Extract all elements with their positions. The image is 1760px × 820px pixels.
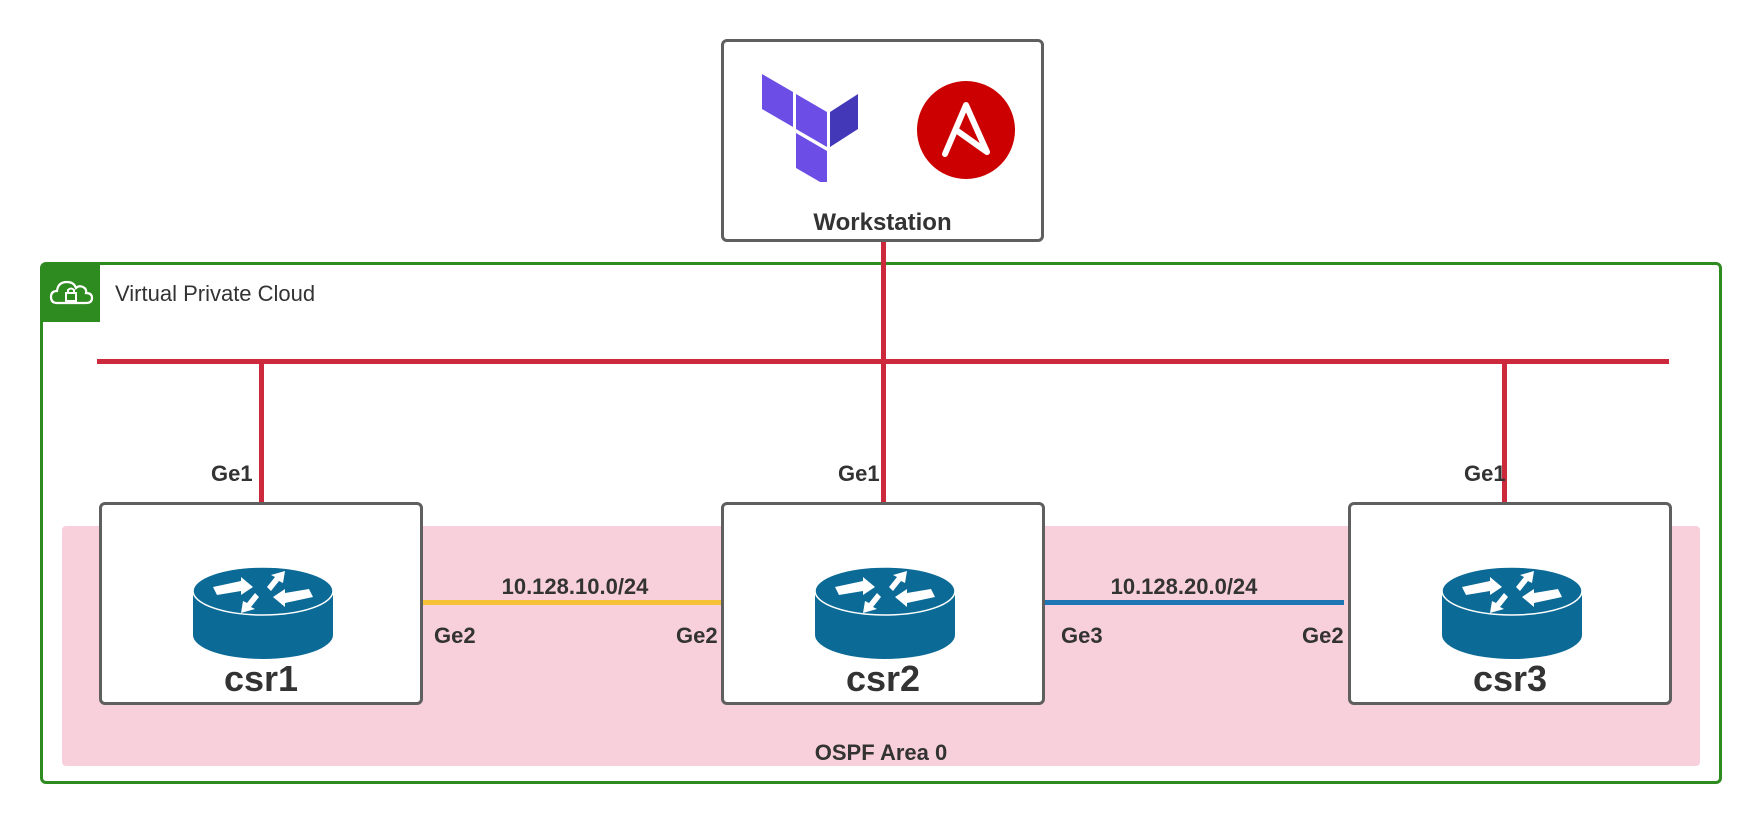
ospf-area-label: OSPF Area 0 [814, 740, 948, 765]
csr1-uplink [259, 361, 264, 502]
csr1-ge2-label: Ge2 [434, 623, 476, 648]
cloud-lock-icon [43, 265, 100, 322]
subnet-label-csr1-csr2: 10.128.10.0/24 [501, 574, 649, 599]
ansible-logo [917, 81, 1015, 179]
router-name: csr1 [223, 658, 299, 699]
csr2-ge1-label: Ge1 [838, 461, 880, 486]
csr1-ge1-label: Ge1 [211, 461, 253, 486]
workstation-uplink [881, 240, 886, 502]
router-icon [814, 566, 956, 660]
csr2-ge3-label: Ge3 [1061, 623, 1103, 648]
csr3-ge2-label: Ge2 [1302, 623, 1344, 648]
csr2-ge2-label: Ge2 [676, 623, 718, 648]
workstation-box: Workstation [721, 39, 1044, 242]
link-csr2-csr3 [1043, 600, 1344, 605]
router-icon [192, 566, 334, 660]
terraform-logo [762, 74, 858, 182]
router-name: csr2 [845, 658, 921, 699]
vpc-label: Virtual Private Cloud [115, 281, 316, 306]
router-csr3: csr3 [1348, 502, 1672, 705]
router-csr2: csr2 [721, 502, 1045, 705]
router-csr1: csr1 [99, 502, 423, 705]
link-csr1-csr2 [421, 600, 722, 605]
router-name: csr3 [1472, 658, 1548, 699]
csr3-uplink [1502, 361, 1507, 502]
csr3-ge1-label: Ge1 [1464, 461, 1506, 486]
workstation-label: Workstation [813, 209, 952, 236]
subnet-label-csr2-csr3: 10.128.20.0/24 [1110, 574, 1258, 599]
router-icon [1441, 566, 1583, 660]
